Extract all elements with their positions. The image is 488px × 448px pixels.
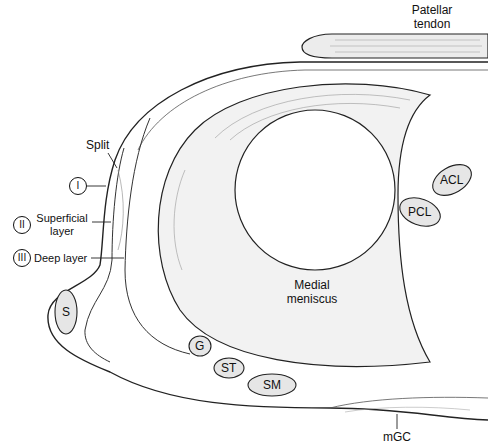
part-label: SM [263,378,281,392]
callout-circle: I [69,177,87,195]
callout-number: III [18,253,26,263]
callout-number: I [77,181,80,191]
part-label: Deep layer [34,252,87,265]
part-label: PCL [408,205,431,219]
part-label: S [62,305,70,319]
callout-number: II [19,220,25,230]
part-label: ACL [440,173,463,187]
part-label: ST [221,361,236,375]
callout-circle: II [13,216,31,234]
part-label: Patellar tendon [402,3,462,31]
part-label: Superficial layer [32,212,92,238]
callout-circle: III [13,249,31,267]
part-label: G [195,339,204,353]
part-label: mGC [383,430,411,444]
part-label: Split [86,138,109,152]
part-label: Medial meniscus [276,278,348,306]
